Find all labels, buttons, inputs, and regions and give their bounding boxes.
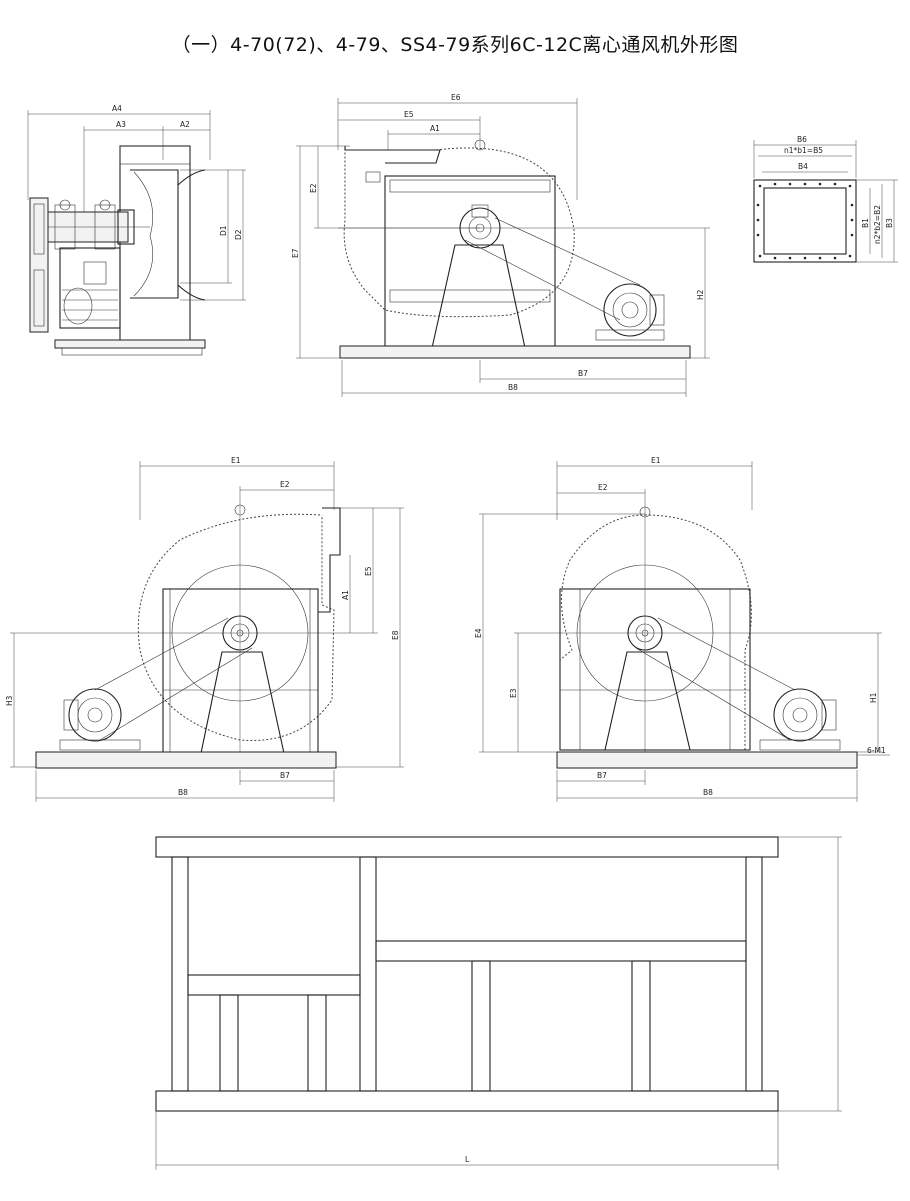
flange-view-label-0: B6	[797, 135, 807, 144]
front-view-label-4: E7	[291, 248, 300, 258]
flange-view-label-1: n1*b1=B5	[784, 146, 823, 155]
left-view-label-0: E1	[231, 456, 241, 465]
front-view-label-3: E2	[309, 183, 318, 193]
flange-bolt-holes	[756, 182, 854, 260]
right-view: E1 E2 E4 E3 H1 6-M1 B7 B8	[474, 456, 890, 802]
right-view-label-7: B8	[703, 788, 713, 797]
right-view-label-2: E4	[474, 628, 483, 638]
side-view-label-3: D1	[219, 225, 228, 236]
right-view-label-4: H1	[869, 692, 878, 703]
flange-view: B6 n1*b1=B5 B4 B1 n2*b2=B2 B3	[753, 135, 898, 263]
side-view: A4 A3 A2 D1 D2	[27, 104, 246, 356]
base-view-label-0: L	[465, 1155, 470, 1164]
base-view: L	[155, 836, 842, 1170]
right-view-label-6: B7	[597, 771, 607, 780]
left-view-label-7: B8	[178, 788, 188, 797]
front-view-label-2: A1	[430, 124, 440, 133]
front-view: E6 E5 A1 E2 E7 H2 B7 B8	[291, 93, 710, 397]
front-view-label-7: B8	[508, 383, 518, 392]
left-view-label-2: A1	[341, 590, 350, 600]
flange-view-label-5: B3	[885, 218, 894, 228]
side-view-label-0: A4	[112, 104, 122, 113]
front-view-label-6: B7	[578, 369, 588, 378]
front-view-label-1: E5	[404, 110, 414, 119]
flange-view-label-4: n2*b2=B2	[873, 205, 882, 244]
left-view-label-5: H3	[5, 695, 14, 706]
front-view-label-0: E6	[451, 93, 461, 102]
side-view-label-1: A3	[116, 120, 126, 129]
side-view-label-4: D2	[234, 229, 243, 240]
left-view-label-4: E8	[391, 630, 400, 640]
left-view-label-3: E5	[364, 566, 373, 576]
right-view-label-5: 6-M1	[867, 746, 886, 755]
left-view: E1 E2 A1 E5 E8 H3 B7 B8	[5, 456, 404, 802]
front-view-label-5: H2	[696, 289, 705, 300]
right-view-label-3: E3	[509, 688, 518, 698]
flange-view-label-2: B4	[798, 162, 808, 171]
left-view-label-1: E2	[280, 480, 290, 489]
flange-view-label-3: B1	[861, 218, 870, 228]
left-view-label-6: B7	[280, 771, 290, 780]
drawing-title: （一）4-70(72)、4-79、SS4-79系列6C-12C离心通风机外形图	[171, 34, 739, 56]
right-view-label-0: E1	[651, 456, 661, 465]
right-view-label-1: E2	[598, 483, 608, 492]
side-view-label-2: A2	[180, 120, 190, 129]
